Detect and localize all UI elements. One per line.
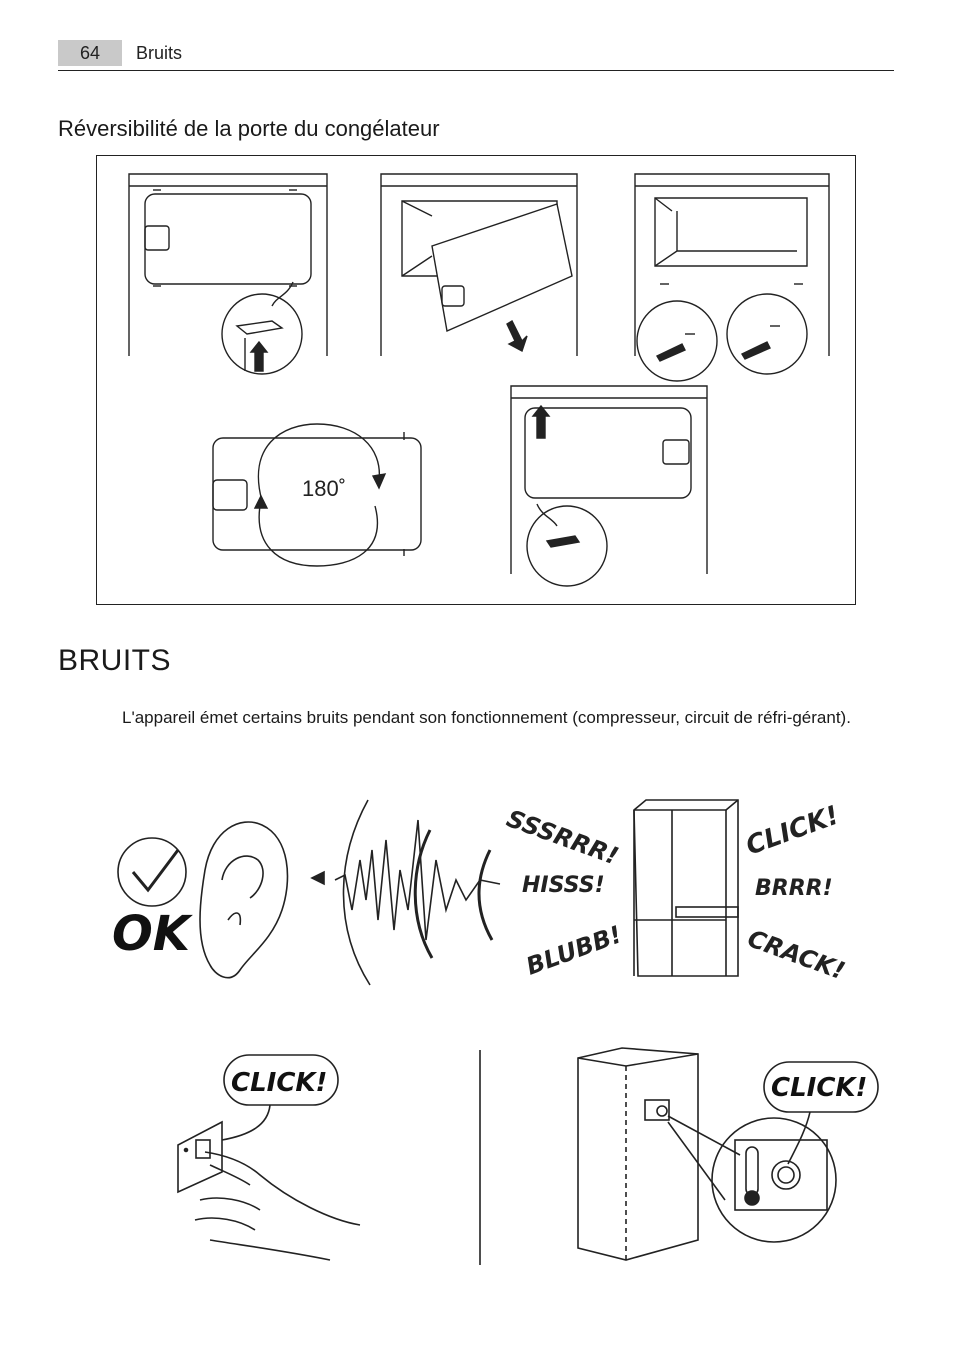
door-reversal-figure: 180˚ (96, 155, 856, 605)
hand-icon (194, 1151, 361, 1261)
step-2-illustration (380, 173, 578, 356)
page-number: 64 (58, 40, 122, 66)
step-5-illustration (510, 385, 708, 587)
sound-click: CLICK! (742, 800, 843, 861)
noise-illustration: OK SSSRRR! HISSS! BLUBB! (0, 780, 954, 1300)
ear-icon (199, 821, 289, 979)
rotation-label: 180˚ (302, 476, 346, 501)
switch-click-label: CLICK! (231, 1068, 327, 1098)
sound-sssrrr: SSSRRR! (503, 804, 622, 870)
door-reversal-title: Réversibilité de la porte du congélateur (58, 116, 440, 141)
step-4-illustration (212, 423, 422, 567)
sound-blubb: BLUBB! (522, 920, 625, 980)
thermostat-inset (667, 1115, 837, 1243)
switch-speech-bubble (221, 1054, 339, 1141)
step-3-illustration (634, 173, 830, 382)
header-rule (58, 70, 894, 71)
ok-label: OK (112, 906, 194, 962)
running-header: Bruits (136, 43, 183, 63)
sound-wave-icon (310, 799, 501, 986)
sound-brrr: BRRR! (755, 876, 833, 901)
sound-hisss: HISSS! (522, 873, 605, 898)
thermostat-speech-bubble (763, 1061, 879, 1165)
step-1-illustration (128, 173, 328, 375)
thermostat-click-label: CLICK! (771, 1073, 867, 1103)
light-switch-icon (177, 1120, 223, 1194)
tall-fridge-icon (577, 1047, 699, 1261)
noise-description: L'appareil émet certains bruits pendant … (122, 708, 851, 727)
check-icon (117, 837, 187, 907)
noise-section-title: BRUITS (58, 644, 172, 677)
fridge-icon (633, 799, 739, 977)
sound-crack: CRACK! (744, 924, 849, 985)
